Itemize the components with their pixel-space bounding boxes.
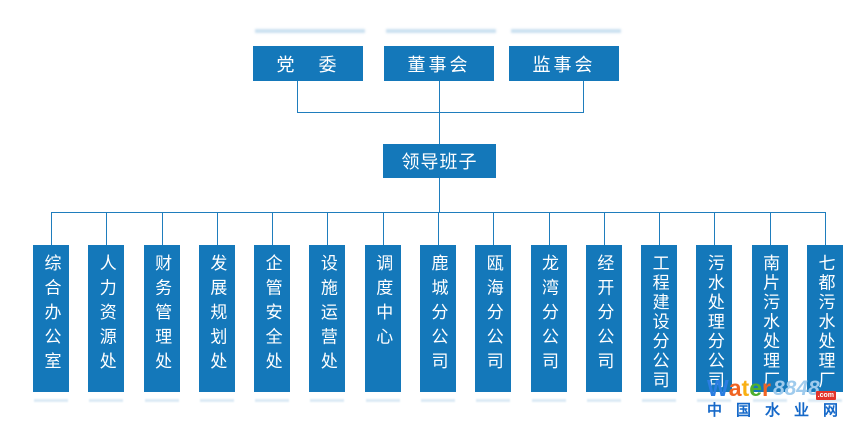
dept-label: 污水处理分公司 — [704, 254, 724, 391]
dept-lucheng-branch: 鹿城分公司 — [419, 212, 456, 392]
connector-supervisory-drop — [583, 81, 584, 112]
dept-ouhai-branch: 瓯海分公司 — [475, 212, 512, 392]
ghost-strip — [386, 29, 496, 33]
dept-label: 人力资源处 — [96, 254, 116, 377]
dept-label: 工程建设分公司 — [649, 254, 669, 391]
dept-label: 南片污水处理厂 — [760, 254, 780, 391]
dept-enterprise-safety: 企管安全处 — [254, 212, 291, 392]
ghost-strip — [511, 29, 621, 33]
dept-label: 综合办公室 — [41, 254, 61, 377]
dept-label: 经开分公司 — [594, 254, 614, 377]
watermark-site-name: 中国水业网 — [707, 402, 853, 419]
dept-label: 调度中心 — [373, 254, 393, 352]
dept-label: 瓯海分公司 — [483, 254, 503, 377]
watermark-logo-letter: a — [728, 375, 742, 401]
dept-label: 发展规划处 — [207, 254, 227, 377]
dept-longwan-branch: 龙湾分公司 — [530, 212, 567, 392]
connector-leadership-drop — [439, 178, 440, 212]
dept-label: 设施运营处 — [317, 254, 337, 377]
dept-label: 企管安全处 — [262, 254, 282, 377]
watermark-logo-letter: W — [707, 375, 729, 401]
watermark: W a t e r 8848 .com 中国水业网 — [707, 375, 853, 419]
dept-label: 财务管理处 — [152, 254, 172, 377]
watermark-logo-tld: .com — [815, 391, 836, 400]
watermark-logo-number: 8848 — [772, 377, 820, 400]
dept-engineering-construction-branch: 工程建设分公司 — [641, 212, 678, 392]
dept-general-office: 综合办公室 — [33, 212, 69, 392]
department-row: 综合办公室 人力资源处 财务管理处 发展规划处 企管安全处 设施运营处 调度中心… — [33, 212, 843, 392]
dept-qidu-sewage-plant: 七都污水处理厂 — [806, 212, 843, 392]
connector-party-drop — [297, 81, 298, 112]
ghost-strip — [255, 29, 365, 33]
watermark-logo-letter: t — [741, 375, 750, 401]
dept-nanpian-sewage-plant: 南片污水处理厂 — [751, 212, 788, 392]
org-node-leadership-team: 领导班子 — [383, 144, 496, 178]
connector-top-bus — [297, 112, 584, 113]
dept-dispatch-center: 调度中心 — [364, 212, 401, 392]
dept-facility-operations: 设施运营处 — [309, 212, 346, 392]
dept-development-planning: 发展规划处 — [198, 212, 235, 392]
org-node-board-of-directors: 董事会 — [384, 46, 494, 81]
dept-sewage-treatment-branch: 污水处理分公司 — [696, 212, 733, 392]
dept-finance-management: 财务管理处 — [143, 212, 180, 392]
dept-label: 鹿城分公司 — [428, 254, 448, 377]
org-node-party-committee: 党 委 — [253, 46, 363, 81]
dept-label: 龙湾分公司 — [539, 254, 559, 377]
watermark-logo-letter: e — [749, 375, 762, 401]
dept-label: 七都污水处理厂 — [815, 254, 835, 391]
dept-jingkai-branch: 经开分公司 — [585, 212, 622, 392]
org-node-supervisory-board: 监事会 — [509, 46, 619, 81]
connector-board-to-leadership — [439, 81, 440, 144]
dept-human-resources: 人力资源处 — [88, 212, 125, 392]
watermark-logo: W a t e r 8848 .com — [707, 375, 852, 401]
watermark-logo-letter: r — [761, 375, 771, 401]
